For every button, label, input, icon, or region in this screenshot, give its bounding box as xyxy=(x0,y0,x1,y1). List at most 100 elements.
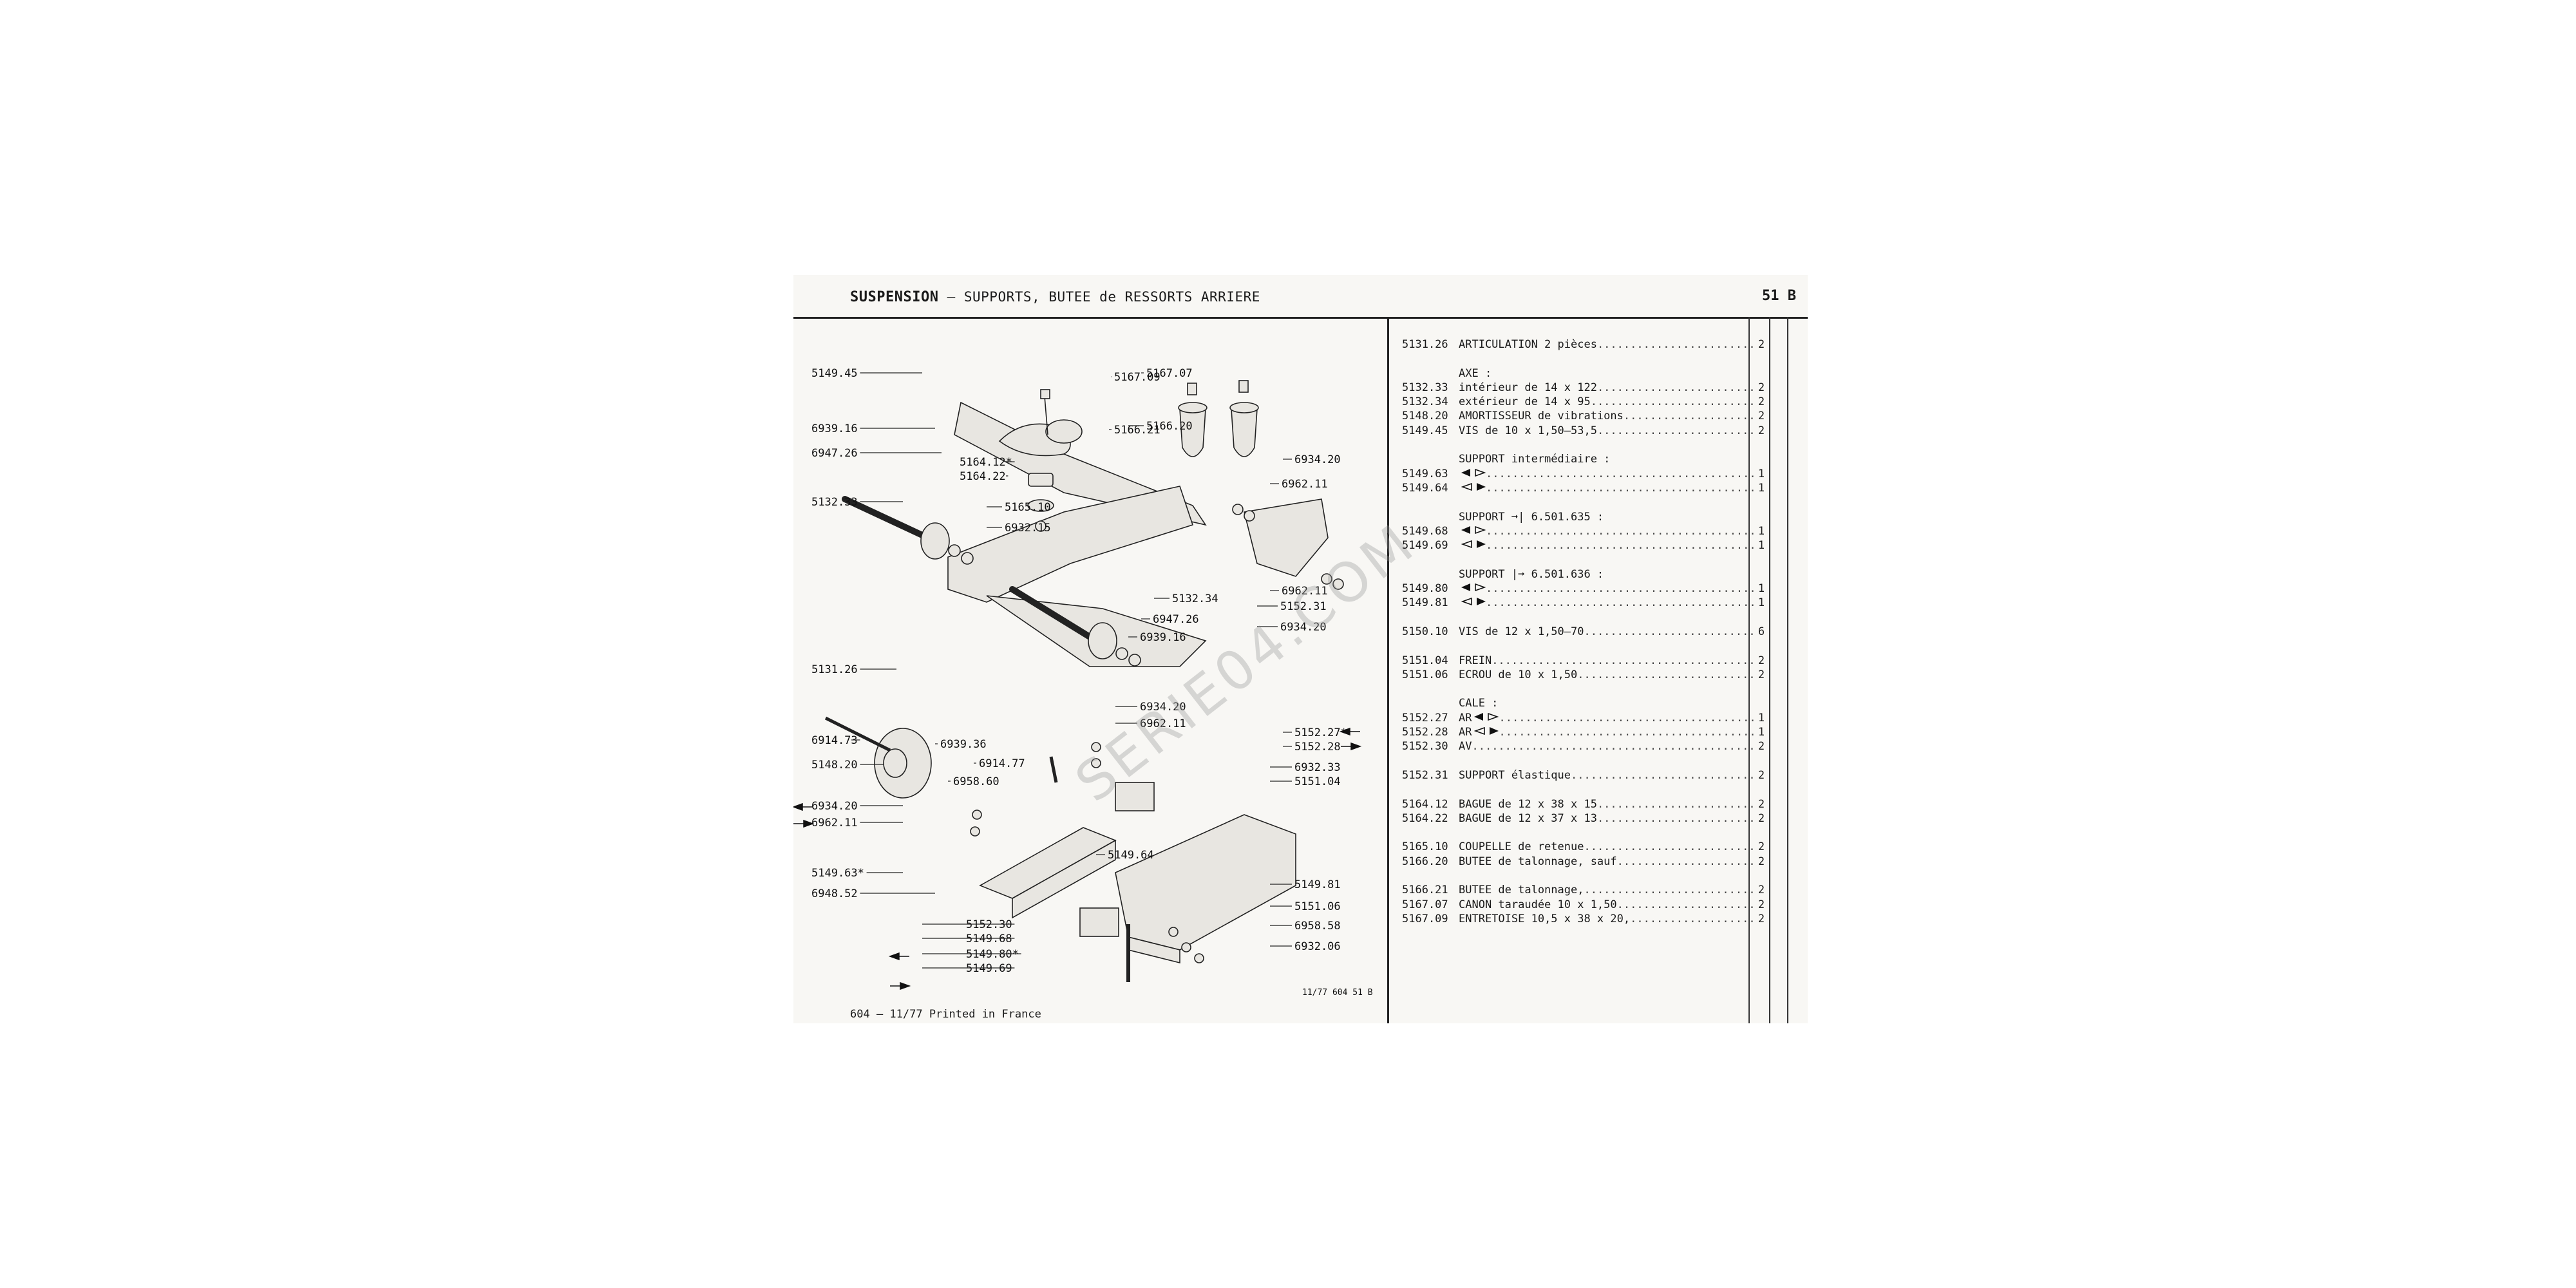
right-side-arrow-icon xyxy=(1461,596,1486,609)
part-row: 5148.20 AMORTISSEUR de vibrations........… xyxy=(1402,410,1821,424)
part-quantity: 2 xyxy=(1757,395,1765,409)
header-rule xyxy=(793,317,1808,319)
rubber-stop-5166-20 xyxy=(1231,408,1258,457)
part-quantity: 2 xyxy=(1757,855,1765,868)
part-quantity: 1 xyxy=(1757,481,1765,495)
left-side-arrow-icon xyxy=(1461,468,1486,480)
part-quantity: 2 xyxy=(1757,424,1765,437)
callout-label: 5131.26 xyxy=(811,663,858,676)
suspension-arm xyxy=(947,486,1194,603)
part-row: 5150.10 VIS de 12 x 1,50–70..............… xyxy=(1402,625,1821,639)
part-description: VIS de 12 x 1,50–70.....................… xyxy=(1459,625,1755,638)
part-description: COUPELLE de retenue.....................… xyxy=(1459,840,1755,853)
qty-column-line xyxy=(1748,317,1750,1023)
part-quantity: 1 xyxy=(1757,726,1765,739)
part-ref: 5132.34 xyxy=(1402,395,1448,409)
leader-dots: ........................................… xyxy=(1584,625,1755,638)
vibration-damper-5148-20 xyxy=(874,728,932,799)
leader-dots: ........................................… xyxy=(1492,654,1755,667)
part-description-text: BUTEE de talonnage, xyxy=(1459,884,1584,897)
bush-6947-26 xyxy=(920,522,950,560)
leader-dots: ........................................… xyxy=(1486,524,1755,538)
part-description-text: intérieur de 14 x 122 xyxy=(1459,381,1597,394)
group-heading-text: SUPPORT |➞ 6.501.636 : xyxy=(1459,567,1604,581)
list-group-heading: SUPPORT intermédiaire : xyxy=(1402,453,1821,467)
part-description: intérieur de 14 x 122...................… xyxy=(1459,381,1755,394)
callout-label: 5148.20 xyxy=(811,759,858,772)
callout-label: 5164.12* xyxy=(960,456,1012,469)
leader-dots: ........................................… xyxy=(1590,395,1755,409)
part-description-text: AMORTISSEUR de vibrations xyxy=(1459,410,1624,423)
part-description: AR......................................… xyxy=(1459,726,1755,739)
group-heading-text: CALE : xyxy=(1459,697,1499,710)
leader-dots: ........................................… xyxy=(1596,381,1755,394)
part-description-text: ARTICULATION 2 pièces xyxy=(1459,338,1597,351)
callout-label: 5152.31 xyxy=(1280,600,1327,613)
right-side-arrow-icon xyxy=(1341,742,1362,751)
callout-label: 5149.45 xyxy=(811,367,858,380)
callout-label: 6939.16 xyxy=(1140,631,1186,644)
leader-dots: ........................................… xyxy=(1596,338,1755,351)
callout-label: 5167.09 xyxy=(1114,371,1160,384)
part-description: VIS de 10 x 1,50–53,5...................… xyxy=(1459,424,1755,437)
leader-dots: ........................................… xyxy=(1486,582,1755,596)
part-description: FREIN...................................… xyxy=(1459,654,1755,667)
group-heading-text: AXE : xyxy=(1459,366,1492,380)
washer xyxy=(1115,647,1128,660)
leader-dots: ........................................… xyxy=(1596,424,1755,437)
part-ref: 5131.26 xyxy=(1402,338,1448,351)
screw-head xyxy=(1040,389,1050,399)
part-ref: 5165.10 xyxy=(1402,840,1448,854)
bush-6947-26-b xyxy=(1088,622,1117,659)
part-ref: 5150.10 xyxy=(1402,625,1448,638)
part-description-text: CANON taraudée 10 x 1,50 xyxy=(1459,898,1617,911)
leader-dots: ........................................… xyxy=(1499,726,1755,739)
part-quantity: 1 xyxy=(1757,596,1765,610)
part-ref: 5164.12 xyxy=(1402,797,1448,811)
callout-label: 5149.69 xyxy=(966,962,1012,975)
leader-dots: ........................................… xyxy=(1584,840,1755,854)
callout-label: 5149.63* xyxy=(811,867,864,880)
part-quantity: 1 xyxy=(1757,539,1765,553)
callout-label: 6932.06 xyxy=(1294,940,1341,953)
drawing-code: 11/77 604 51 B xyxy=(1302,988,1373,998)
callout-label: 5149.64 xyxy=(1108,849,1154,862)
callout-label: 5152.28 xyxy=(1294,741,1341,753)
list-spacer xyxy=(1402,683,1821,697)
leader-dots: ........................................… xyxy=(1571,768,1755,782)
leader-dots: ........................................… xyxy=(1486,539,1755,553)
callout-label: 6934.20 xyxy=(1140,701,1186,714)
nut xyxy=(1181,942,1191,952)
part-ref: 5167.07 xyxy=(1402,898,1448,911)
right-side-arrow-icon xyxy=(1474,726,1499,739)
damper-hub xyxy=(883,748,907,778)
list-group-heading: AXE : xyxy=(1402,367,1821,381)
part-ref: 5149.81 xyxy=(1402,596,1448,610)
callout-label: 5149.68 xyxy=(966,933,1012,945)
qty-column-line xyxy=(1769,317,1770,1023)
elastic-support-5152-31 xyxy=(1244,498,1329,577)
part-description: BUTEE de talonnage, sauf................… xyxy=(1459,855,1755,868)
part-description-text: AR xyxy=(1459,711,1472,724)
washer xyxy=(970,826,980,837)
callout-label: 5152.30 xyxy=(966,918,1012,931)
list-spacer xyxy=(1402,639,1821,654)
callout-label: 6939.36 xyxy=(940,738,987,751)
callout-label: 6962.11 xyxy=(811,817,858,829)
part-ref: 5148.20 xyxy=(1402,410,1448,423)
part-description-text: VIS de 10 x 1,50–53,5 xyxy=(1459,424,1597,437)
bolt-6914-77 xyxy=(1049,756,1058,783)
list-spacer xyxy=(1402,439,1821,453)
leader-dots: ........................................… xyxy=(1623,410,1755,423)
mount-support-5149-68 xyxy=(1115,814,1296,951)
nut xyxy=(1168,927,1179,937)
part-quantity: 2 xyxy=(1757,797,1765,811)
left-side-arrow-icon xyxy=(1461,525,1486,538)
part-description: ARTICULATION 2 pièces...................… xyxy=(1459,338,1755,351)
part-quantity: 1 xyxy=(1757,711,1765,724)
part-description: ........................................… xyxy=(1459,539,1755,552)
part-description-text: FREIN xyxy=(1459,654,1492,667)
part-description-text: COUPELLE de retenue xyxy=(1459,840,1584,854)
